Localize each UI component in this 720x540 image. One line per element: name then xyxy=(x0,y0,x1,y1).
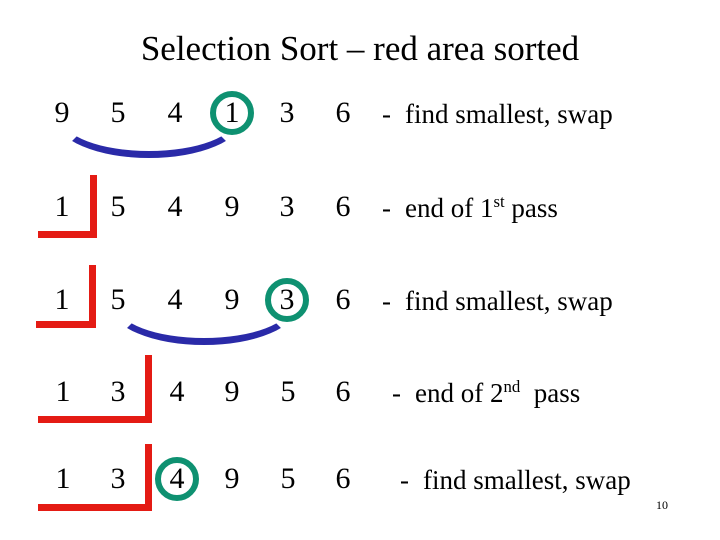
sorted-bracket-horizontal xyxy=(36,321,96,328)
sort-step-row: 1 3 4 9 5 6 -find smallest, swap xyxy=(0,444,720,540)
step-note-ordinal: nd xyxy=(503,377,521,396)
sort-step-row: 1 5 4 9 3 6 -find smallest, swap xyxy=(0,265,720,373)
array-cell: 9 xyxy=(224,375,240,408)
step-note-dash: - xyxy=(382,99,391,129)
sorted-bracket-vertical xyxy=(90,175,97,232)
sorted-bracket-vertical xyxy=(89,265,96,322)
step-note-text: find smallest, swap xyxy=(423,465,631,495)
array-cell: 3 xyxy=(279,190,295,223)
step-note: -find smallest, swap xyxy=(382,97,613,131)
sorted-bracket-horizontal xyxy=(38,231,97,238)
array-cell: 9 xyxy=(224,462,240,495)
step-note: -end of 2nd pass xyxy=(392,376,580,410)
swap-arc-annotation xyxy=(110,265,298,345)
array-cell: 5 xyxy=(280,462,296,495)
array-cell: 6 xyxy=(335,283,351,316)
array-cell: 1 xyxy=(54,190,70,223)
array-cell: 1 xyxy=(55,375,71,408)
step-note-text: end of 2 xyxy=(415,378,504,408)
sorted-bracket-horizontal xyxy=(38,504,152,511)
array-cell: 4 xyxy=(167,190,183,223)
array-cell: 4 xyxy=(169,375,185,408)
step-note-dash: - xyxy=(400,465,409,495)
step-note-dash: - xyxy=(382,286,391,316)
step-note: -end of 1st pass xyxy=(382,191,558,225)
array-cell: 9 xyxy=(224,190,240,223)
array-cell: 6 xyxy=(335,190,351,223)
swap-arc-annotation xyxy=(55,78,243,158)
sort-step-row: 1 3 4 9 5 6 -end of 2nd pass xyxy=(0,355,720,465)
array-cell: 3 xyxy=(110,462,126,495)
array-cell: 1 xyxy=(54,283,70,316)
array-cell: 3 xyxy=(279,96,295,129)
step-note-dash: - xyxy=(392,378,401,408)
selection-circle-annotation xyxy=(155,457,199,501)
sorted-bracket-vertical xyxy=(145,444,152,506)
step-note-tail: pass xyxy=(520,378,581,408)
array-cell: 5 xyxy=(280,375,296,408)
step-note-tail: pass xyxy=(504,193,558,223)
array-cell: 5 xyxy=(110,190,126,223)
step-note-text: find smallest, swap xyxy=(405,286,613,316)
step-note-ordinal: st xyxy=(493,192,505,211)
array-cell: 3 xyxy=(110,375,126,408)
sorted-bracket-vertical xyxy=(145,355,152,417)
slide-page-number: 10 xyxy=(656,498,668,512)
step-note-text: end of 1 xyxy=(405,193,494,223)
step-note: -find smallest, swap xyxy=(400,463,631,497)
sort-step-row: 9 5 4 1 3 6 -find smallest, swap xyxy=(0,91,720,186)
array-cell: 6 xyxy=(335,96,351,129)
sort-step-row: 1 5 4 9 3 6 -end of 1st pass xyxy=(0,175,720,280)
page-title: Selection Sort – red area sorted xyxy=(140,29,580,68)
step-note-dash: - xyxy=(382,193,391,223)
array-cell: 1 xyxy=(55,462,71,495)
step-note-text: find smallest, swap xyxy=(405,99,613,129)
array-cell: 6 xyxy=(335,462,351,495)
array-cell: 6 xyxy=(335,375,351,408)
sorted-bracket-horizontal xyxy=(38,416,152,423)
step-note: -find smallest, swap xyxy=(382,284,613,318)
